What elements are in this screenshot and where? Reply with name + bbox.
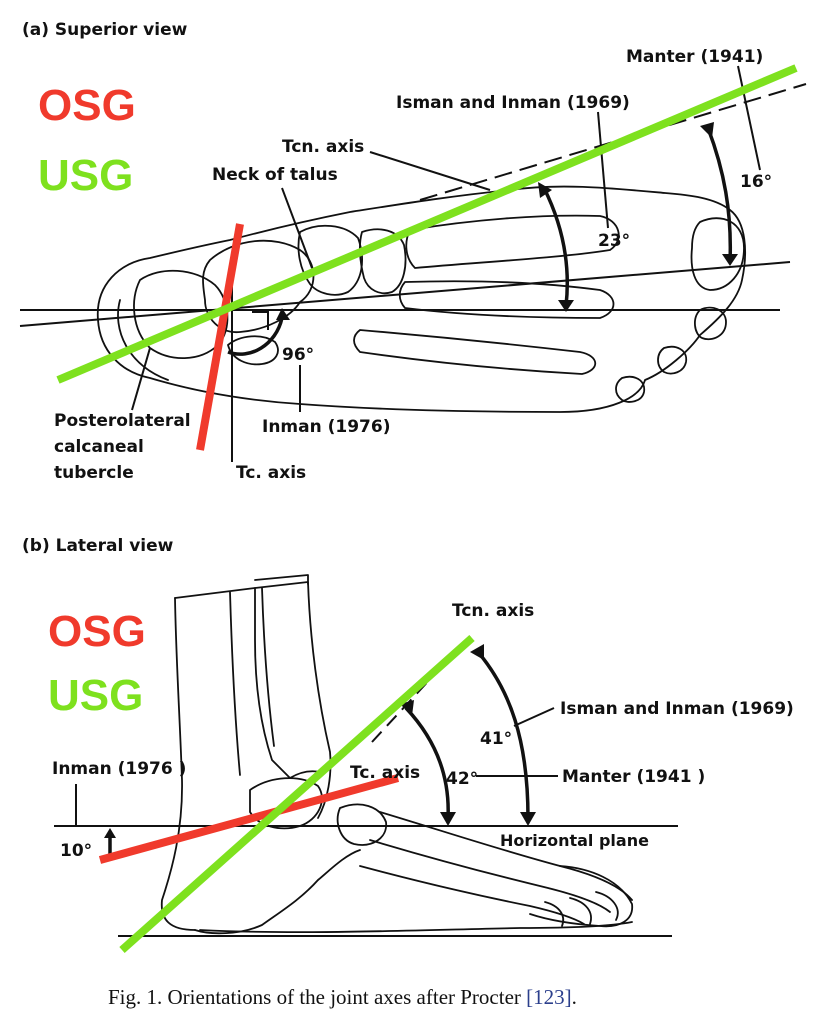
arrowhead-16-top: [700, 122, 714, 138]
label-angle-42: 42°: [446, 769, 478, 789]
angle-arrow-23: [542, 187, 569, 307]
arrowhead-96: [276, 308, 290, 320]
arrowhead-42-bottom: [440, 812, 456, 826]
panel-b-lateral-view: (b) Lateral view: [22, 536, 794, 953]
tcn-leader: [369, 151, 491, 191]
arrowhead-23-top: [538, 182, 552, 198]
panel-a-title: (a) Superior view: [22, 20, 188, 40]
angle-arrow-41: [476, 650, 530, 819]
posterolateral-leader: [131, 347, 151, 411]
tibia-outline: [174, 587, 321, 779]
leg-inner-line-1: [229, 591, 241, 776]
osg-axis-lateral: [98, 774, 400, 864]
navicular: [297, 224, 363, 296]
label-horizontal-plane: Horizontal plane: [500, 831, 649, 850]
label-angle-10: 10°: [60, 841, 92, 861]
label-tc-axis-b: Tc. axis: [350, 763, 420, 783]
label-angle-16: 16°: [740, 172, 772, 192]
label-manter-b: Manter (1941 ): [562, 767, 705, 787]
angle-arrow-16: [706, 127, 733, 263]
label-inman-b: Inman (1976 ): [52, 759, 186, 779]
leg-top-cap: [254, 574, 309, 585]
label-posterolateral-3: tubercle: [54, 463, 134, 483]
caption-text: Fig. 1. Orientations of the joint axes a…: [108, 985, 521, 1009]
toe-hallux: [690, 217, 745, 291]
label-isman-b: Isman and Inman (1969): [560, 699, 794, 719]
legend-usg-b: USG: [48, 671, 143, 720]
label-angle-41: 41°: [480, 729, 512, 749]
legend-usg-a: USG: [38, 151, 133, 200]
leg-inner-line-2: [261, 587, 275, 747]
legend-osg-a: OSG: [38, 81, 136, 130]
angle-arrow-42: [404, 706, 450, 819]
osg-axis-superior: [196, 223, 244, 451]
arrowhead-41-top: [470, 644, 484, 660]
sole-line: [199, 921, 633, 934]
phalanges-lateral: [529, 865, 633, 928]
panel-a-superior-view: (a) Superior view: [19, 20, 807, 483]
toe-outline-1: [595, 891, 619, 921]
usg-axis-lateral: [119, 635, 475, 953]
label-inman-a: Inman (1976): [262, 417, 391, 437]
label-tcn-axis-a: Tcn. axis: [282, 137, 364, 157]
toe-4: [615, 375, 646, 403]
label-neck-of-talus: Neck of talus: [212, 165, 338, 185]
metatarsal-2: [398, 280, 615, 319]
metatarsals-lateral-low: [359, 865, 585, 925]
isman-axis-dashed: [419, 83, 807, 201]
caption-end: .: [572, 985, 577, 1009]
arrowhead-10: [104, 828, 116, 838]
angle-arrow-96: [227, 317, 284, 356]
manter-axis-line: [19, 261, 791, 327]
metatarsals-lateral-mid: [369, 839, 611, 913]
arrowhead-23-bottom: [558, 300, 574, 312]
talus-head: [227, 335, 279, 366]
isman-leader-b: [513, 707, 555, 727]
neck-of-talus-leader: [281, 187, 313, 269]
toe-outline-2: [569, 897, 592, 925]
navicular-lateral: [336, 803, 387, 846]
label-manter-a: Manter (1941): [626, 47, 763, 67]
isman-leader-a: [597, 111, 609, 229]
metatarsal-3: [353, 329, 597, 375]
foot-lateral-drawing: [160, 574, 633, 935]
panel-b-title: (b) Lateral view: [22, 536, 174, 556]
arrowhead-41-bottom: [520, 812, 536, 826]
toe-outline-3: [544, 901, 565, 927]
legend-osg-b: OSG: [48, 607, 146, 656]
arrowhead-16-bottom: [722, 254, 738, 266]
foot-outline-superior: [97, 185, 747, 413]
metatarsal-1: [405, 214, 620, 269]
usg-axis-superior: [56, 64, 798, 384]
label-isman-a: Isman and Inman (1969): [396, 93, 630, 113]
manter-leader-a: [737, 65, 761, 171]
label-posterolateral-1: Posterolateral: [54, 411, 191, 431]
figure-caption: Fig. 1. Orientations of the joint axes a…: [108, 985, 577, 1009]
calcaneus-lateral: [194, 849, 361, 935]
label-angle-23: 23°: [598, 231, 630, 251]
label-tc-axis-a: Tc. axis: [236, 463, 306, 483]
toe-3: [657, 345, 688, 375]
right-angle-marker: [252, 311, 269, 330]
label-tcn-axis-b: Tcn. axis: [452, 601, 534, 621]
foot-superior-drawing: [97, 185, 747, 413]
talus-superior: [202, 239, 315, 333]
fibula-outline: [254, 581, 332, 819]
label-angle-96: 96°: [282, 345, 314, 365]
label-posterolateral-2: calcaneal: [54, 437, 144, 457]
caption-ref: [123]: [526, 985, 572, 1009]
